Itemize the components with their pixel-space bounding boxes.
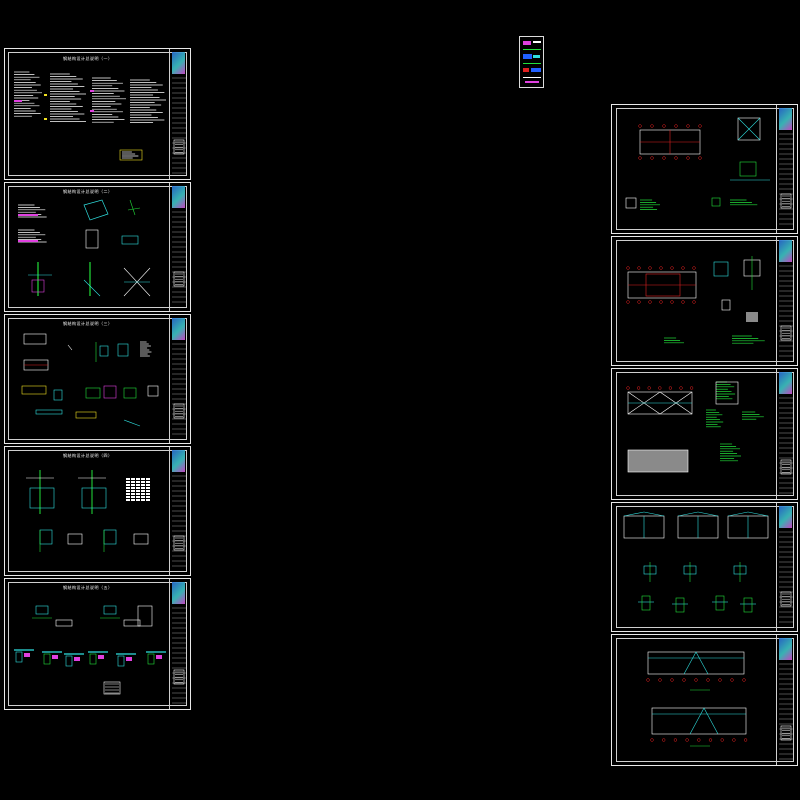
logo-icon xyxy=(172,318,185,340)
legend-graphic xyxy=(523,41,541,83)
sheet-title: 钢结构设计总说明（三） xyxy=(63,321,113,326)
sheet-left-5[interactable]: 钢结构设计总说明（五） xyxy=(4,578,191,710)
logo-icon xyxy=(779,506,792,528)
sheet-right-5[interactable] xyxy=(611,634,798,766)
legend-sheet[interactable] xyxy=(519,36,544,88)
logo-icon xyxy=(779,240,792,262)
sheet-left-2[interactable]: 钢结构设计总说明（二） xyxy=(4,182,191,312)
sheet-right-3[interactable] xyxy=(611,368,798,500)
logo-icon xyxy=(172,582,185,604)
sheet-left-1[interactable]: 钢结构设计总说明（一） xyxy=(4,48,191,180)
logo-icon xyxy=(172,52,185,74)
sheet-title: 钢结构设计总说明（二） xyxy=(63,189,113,194)
sheet-right-4[interactable] xyxy=(611,502,798,632)
sheet-left-3[interactable]: 钢结构设计总说明（三） xyxy=(4,314,191,444)
sheet-title: 钢结构设计总说明（四） xyxy=(63,453,113,458)
logo-icon xyxy=(172,186,185,208)
sheet-title: 钢结构设计总说明（一） xyxy=(63,56,113,61)
logo-icon xyxy=(779,638,792,660)
logo-icon xyxy=(172,450,185,472)
sheet-right-2[interactable] xyxy=(611,236,798,366)
logo-icon xyxy=(779,372,792,394)
sheet-left-4[interactable]: 钢结构设计总说明（四） xyxy=(4,446,191,576)
sheet-right-1[interactable] xyxy=(611,104,798,234)
logo-icon xyxy=(779,108,792,130)
sheet-title: 钢结构设计总说明（五） xyxy=(63,585,113,590)
